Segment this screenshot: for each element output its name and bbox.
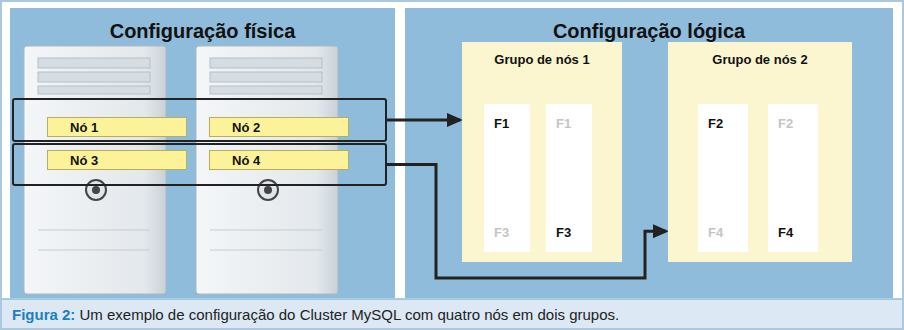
node-box: Nó 4: [209, 150, 349, 170]
fragment-label: F2: [708, 116, 748, 131]
node-box: Nó 1: [47, 117, 187, 137]
logical-panel: [405, 8, 893, 298]
fragment-label: F1: [494, 116, 530, 131]
node-label: Nó 2: [232, 120, 260, 135]
server-tower: [196, 46, 338, 294]
node-box: Nó 2: [209, 117, 349, 137]
fragment-label: F1: [556, 116, 592, 131]
fragment-column: F1F3: [484, 104, 530, 252]
node-row: Nó 1 Nó 2: [12, 98, 387, 142]
caption-strip: [2, 299, 902, 328]
fragment-column: F2F4: [698, 104, 748, 252]
fragment-column: F1F3: [546, 104, 592, 252]
node-row: Nó 3 Nó 4: [12, 143, 387, 186]
panel-heading: Configuração física: [10, 8, 395, 43]
node-label: Nó 4: [232, 153, 260, 168]
group-title: Grupo de nós 2: [668, 42, 852, 67]
fragment-label: F4: [708, 225, 748, 240]
group-title: Grupo de nós 1: [462, 42, 622, 67]
fragment-label: F4: [778, 225, 818, 240]
node-group: Grupo de nós 1F1F3F1F3: [462, 42, 622, 262]
config-panel: Configuração física Nó 1 Nó 2 Nó 3 Nó 4: [10, 8, 395, 298]
fragment-label: F2: [778, 116, 818, 131]
node-label: Nó 1: [70, 120, 98, 135]
config-panel: Configuração lógicaGrupo de nós 1F1F3F1F…: [405, 8, 893, 298]
node-label: Nó 3: [70, 153, 98, 168]
node-box: Nó 3: [47, 150, 187, 170]
fragment-label: F3: [556, 225, 592, 240]
physical-panel: [10, 8, 395, 298]
figure-caption: Figura 2: Um exemplo de configuração do …: [12, 301, 619, 329]
server-tower: [24, 46, 166, 294]
fragment-column: F2F4: [768, 104, 818, 252]
fragment-label: F3: [494, 225, 530, 240]
caption-rule: [2, 298, 902, 300]
panel-heading: Configuração lógica: [405, 8, 893, 43]
connector-arrow: [387, 119, 460, 122]
node-group: Grupo de nós 2F2F4F2F4: [668, 42, 852, 262]
